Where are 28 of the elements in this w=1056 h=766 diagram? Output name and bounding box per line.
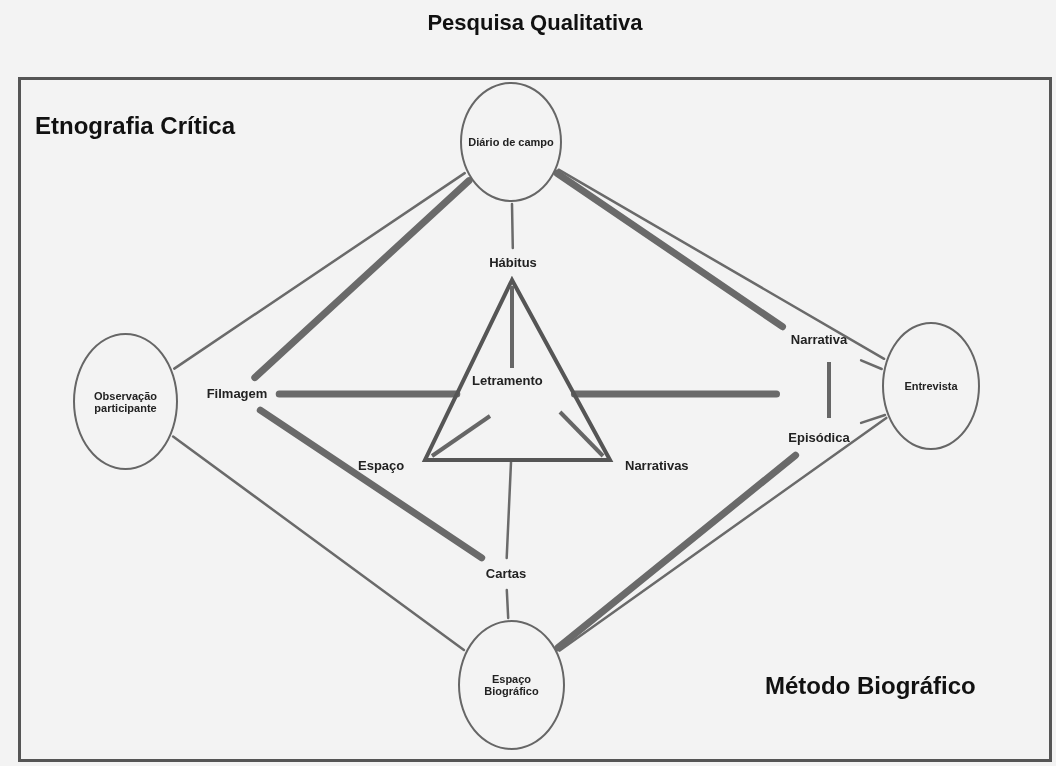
- section-label: Etnografia Crítica: [35, 112, 236, 140]
- node-text: Filmagem: [200, 383, 274, 405]
- connector-line: [554, 451, 800, 652]
- connector-line: [173, 171, 466, 370]
- corner-label: Narrativas: [625, 458, 689, 473]
- node-text: Episódica: [787, 430, 851, 445]
- node-text: Letramento: [472, 373, 543, 388]
- corner-label: Espaço: [358, 458, 405, 473]
- frame-title: Pesquisa Qualitativa: [427, 10, 643, 35]
- connector-line: [251, 177, 473, 382]
- connector-line: [510, 202, 515, 250]
- connector-line: [256, 406, 486, 562]
- connector-line: [558, 416, 888, 652]
- node-text: Hábitus: [484, 253, 542, 273]
- circle-node: Diário de campo: [460, 82, 562, 202]
- node-text: Cartas: [478, 563, 534, 585]
- connector-line: [171, 435, 466, 652]
- circle-node: Entrevista: [882, 322, 980, 450]
- node-text: Narrativa: [789, 332, 849, 347]
- circle-node: Espaço Biográfico: [458, 620, 565, 750]
- connector-line: [859, 413, 887, 425]
- circle-node: Observação participante: [73, 333, 178, 470]
- section-label: Método Biográfico: [765, 672, 976, 700]
- connector-line: [859, 359, 883, 371]
- connector-line: [553, 169, 786, 331]
- connector-line: [505, 588, 510, 620]
- connector-line: [570, 390, 780, 398]
- connector-line: [557, 168, 886, 361]
